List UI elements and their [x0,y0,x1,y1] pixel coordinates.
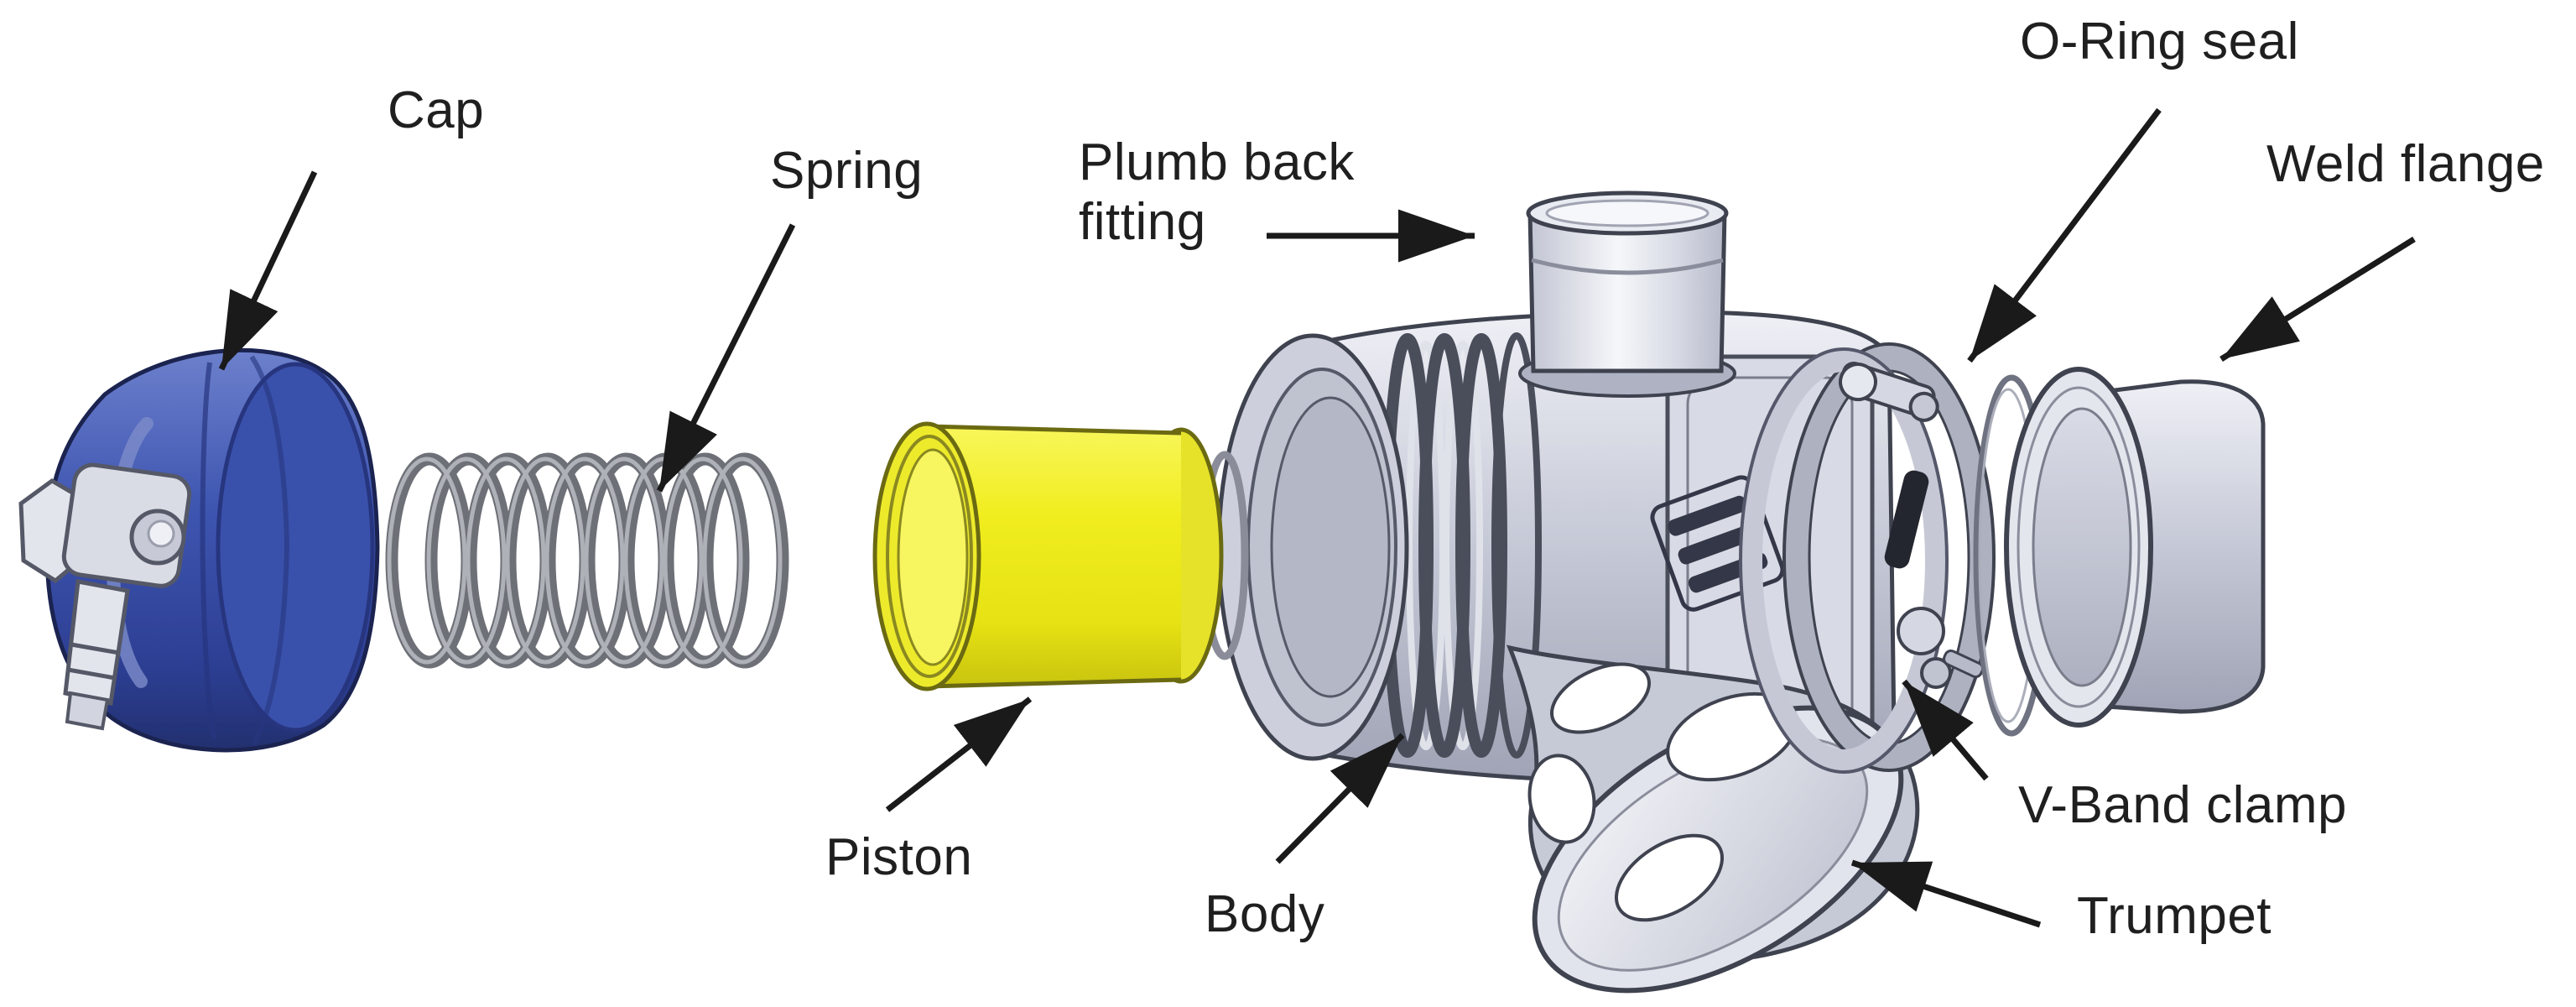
cap-arrow [218,170,318,371]
o-ring-arrow [1967,107,2162,363]
label-plumb-back-fitting: Plumb back fitting [1079,133,1355,252]
piston-part [872,421,1224,691]
spring-part [385,452,789,669]
v-band-clamp-part [1739,342,1996,774]
label-spring: Spring [770,142,924,200]
cap-part [18,347,380,753]
label-v-band-clamp: V-Band clamp [2018,776,2347,834]
plumb-back-fitting-part [1518,190,1736,398]
piston-arrow [885,697,1033,812]
label-body: Body [1205,885,1325,943]
trumpet-arrow [1850,859,2042,928]
label-o-ring-seal: O-Ring seal [2020,13,2299,70]
label-trumpet: Trumpet [2077,887,2272,945]
body-arrow [1275,733,1405,864]
v-band-arrow [1902,679,1989,781]
label-weld-flange: Weld flange [2266,135,2545,193]
spring-arrow [656,223,796,493]
trumpet-part [1506,644,1920,994]
weld-flange-arrow [2220,237,2416,362]
label-piston: Piston [825,828,973,886]
weld-flange-part [2004,367,2266,728]
label-cap: Cap [388,81,485,139]
